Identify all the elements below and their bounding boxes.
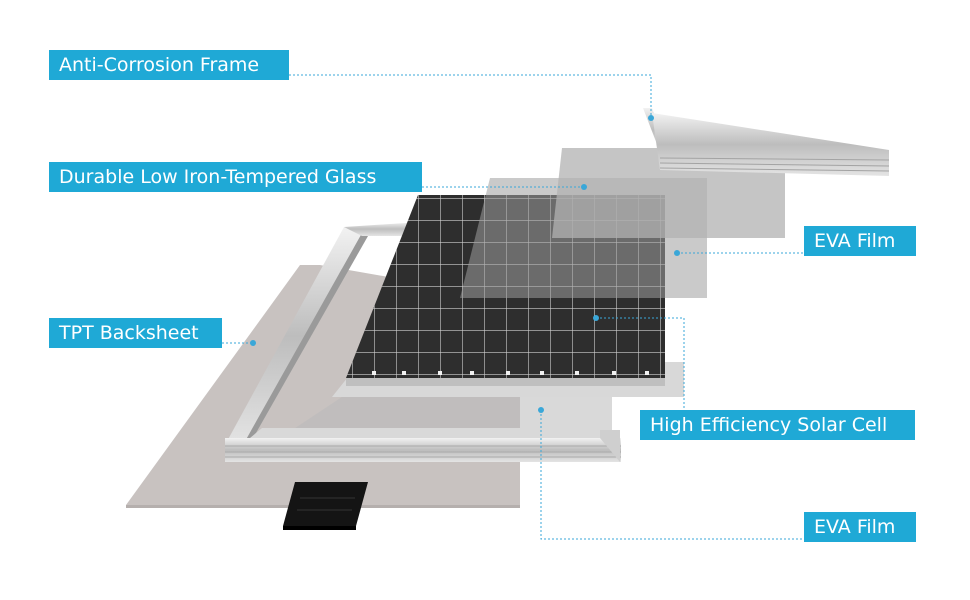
label-anti-corrosion-frame: Anti-Corrosion Frame (49, 50, 289, 80)
label-solar-cell: High Efficiency Solar Cell (640, 410, 915, 440)
label-eva-film-bottom: EVA Film (804, 512, 916, 542)
label-eva-film-top: EVA Film (804, 226, 916, 256)
junction-box (283, 482, 368, 530)
label-tpt-backsheet: TPT Backsheet (49, 318, 222, 348)
leader-frame (289, 75, 651, 118)
label-tempered-glass: Durable Low Iron-Tempered Glass (49, 162, 422, 192)
aluminum-frame-top (643, 108, 889, 176)
